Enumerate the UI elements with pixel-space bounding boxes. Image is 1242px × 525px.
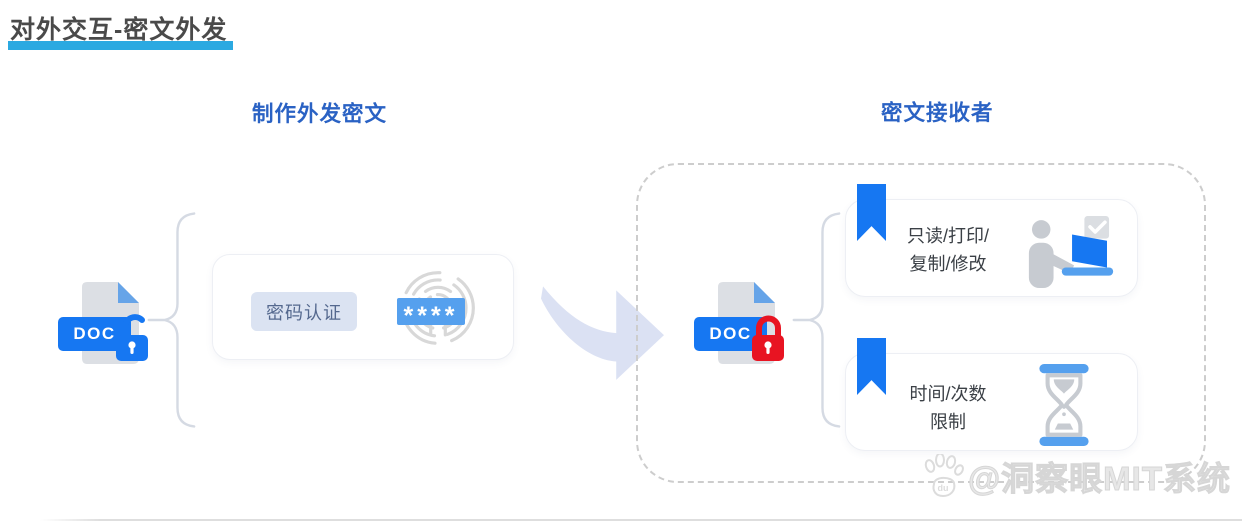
paw-icon: du <box>924 454 964 498</box>
unlock-icon <box>116 314 148 361</box>
password-auth-chip: 密码认证 <box>251 292 357 331</box>
permission-card-read-print: 只读/打印/ 复制/修改 <box>845 199 1138 297</box>
flow-arrow-icon <box>541 286 664 380</box>
authentication-panel: 密码认证 **** <box>212 254 514 360</box>
section-header-make-outgoing-cipher: 制作外发密文 <box>252 102 388 126</box>
received-document: DOC <box>694 281 788 367</box>
bottom-divider <box>40 519 1242 521</box>
password-mask-field: **** <box>397 298 465 325</box>
password-mask-text: **** <box>403 302 459 325</box>
permission-card-limits: 时间/次数 限制 <box>845 353 1138 451</box>
receiver-zone <box>636 163 1206 483</box>
watermark: du @洞察眼MIT系统 <box>922 452 1231 500</box>
section-header-cipher-receiver: 密文接收者 <box>881 101 994 125</box>
source-document: DOC <box>58 281 152 367</box>
permission-card-label: 只读/打印/ 复制/修改 <box>906 226 989 274</box>
paw-label: du <box>938 483 949 493</box>
right-brace <box>792 212 841 428</box>
doc-format-badge: DOC <box>694 317 767 351</box>
person-laptop-icon <box>1028 216 1114 288</box>
left-brace <box>147 212 196 428</box>
permission-card-label: 时间/次数 限制 <box>909 384 987 432</box>
hourglass-icon <box>1039 364 1089 446</box>
watermark-text: @洞察眼MIT系统 <box>968 460 1231 498</box>
lock-icon <box>752 315 784 361</box>
page-title: 对外交互-密文外发 <box>8 10 234 50</box>
